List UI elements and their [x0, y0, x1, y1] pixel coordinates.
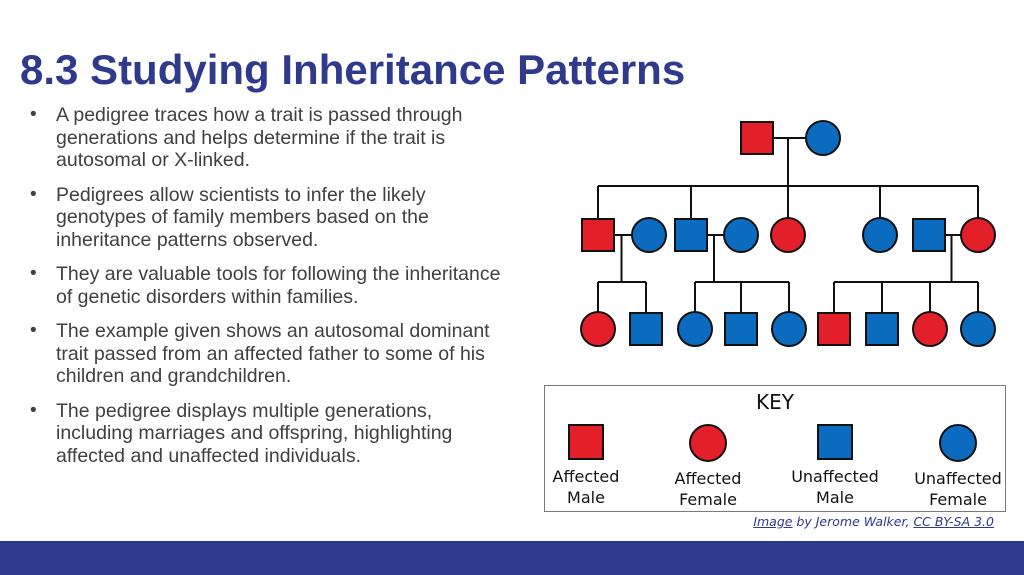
bullet-text: The example given shows an autosomal dom…	[56, 320, 490, 387]
bullet-item: • Pedigrees allow scientists to infer the…	[30, 184, 510, 252]
unaffected-female-symbol	[723, 217, 759, 253]
unaffected-male-symbol	[912, 218, 946, 252]
affected-male-symbol	[581, 218, 615, 252]
unaffected-female-symbol	[677, 311, 713, 347]
image-credit: Image by Jerome Walker, CC BY-SA 3.0	[753, 514, 994, 529]
key-label: Affected Male	[552, 467, 620, 507]
bullet-item: • The example given shows an autosomal do…	[30, 320, 510, 388]
unaffected-female-symbol	[631, 217, 667, 253]
pedigree-lines	[597, 137, 979, 313]
pedigree-chart	[580, 120, 996, 347]
unaffected-male-symbol	[674, 218, 708, 252]
key-label: Unaffected Male	[791, 467, 879, 507]
bullet-item: • A pedigree traces how a trait is passed…	[30, 104, 510, 172]
key-item-unaffected-male: Unaffected Male	[780, 424, 890, 508]
pedigree-individuals	[580, 120, 996, 347]
affected-male-symbol	[817, 312, 851, 346]
unaffected-male-symbol	[724, 312, 758, 346]
credit-author: by Jerome Walker,	[792, 514, 914, 529]
bullet-text: The pedigree displays multiple generatio…	[56, 399, 453, 467]
bullet-dot: •	[30, 183, 37, 205]
key-legend: KEY Affected Male Affected Female Unaffe…	[544, 385, 1006, 512]
key-label: Affected Female	[674, 469, 742, 509]
affected-female-symbol	[580, 311, 616, 347]
affected-male-symbol	[740, 121, 774, 155]
bullet-list: • A pedigree traces how a trait is passed…	[30, 104, 510, 479]
image-source-link[interactable]: Image	[753, 514, 793, 529]
unaffected-female-symbol	[960, 311, 996, 347]
affected-female-symbol	[912, 311, 948, 347]
bullet-text: A pedigree traces how a trait is passed …	[56, 104, 463, 171]
bullet-dot: •	[30, 104, 37, 125]
bullet-dot: •	[30, 320, 37, 341]
affected-female-symbol-icon	[689, 424, 727, 462]
bullet-item: • The pedigree displays multiple generati…	[30, 400, 510, 468]
key-label: Unaffected Female	[914, 469, 1002, 509]
key-title: KEY	[756, 390, 794, 414]
key-item-unaffected-female: Unaffected Female	[903, 424, 1013, 510]
unaffected-male-symbol-icon	[817, 424, 853, 460]
unaffected-female-symbol	[862, 217, 898, 253]
slide-title: 8.3 Studying Inheritance Patterns	[20, 46, 686, 93]
unaffected-female-symbol	[805, 120, 841, 156]
affected-female-symbol	[960, 217, 996, 253]
bullet-text: They are valuable tools for following th…	[56, 263, 501, 308]
key-item-affected-female: Affected Female	[653, 424, 763, 510]
unaffected-male-symbol	[865, 312, 899, 346]
affected-male-symbol-icon	[568, 424, 604, 460]
affected-female-symbol	[770, 217, 806, 253]
unaffected-female-symbol-icon	[939, 424, 977, 462]
bullet-item: • They are valuable tools for following t…	[30, 263, 510, 308]
key-item-affected-male: Affected Male	[531, 424, 641, 508]
bullet-dot: •	[30, 399, 37, 421]
footer-bar	[0, 541, 1024, 575]
unaffected-male-symbol	[629, 312, 663, 346]
bullet-text: Pedigrees allow scientists to infer the …	[56, 183, 429, 251]
unaffected-female-symbol	[771, 311, 807, 347]
bullet-dot: •	[30, 263, 37, 284]
license-link[interactable]: CC BY-SA 3.0	[913, 514, 994, 529]
